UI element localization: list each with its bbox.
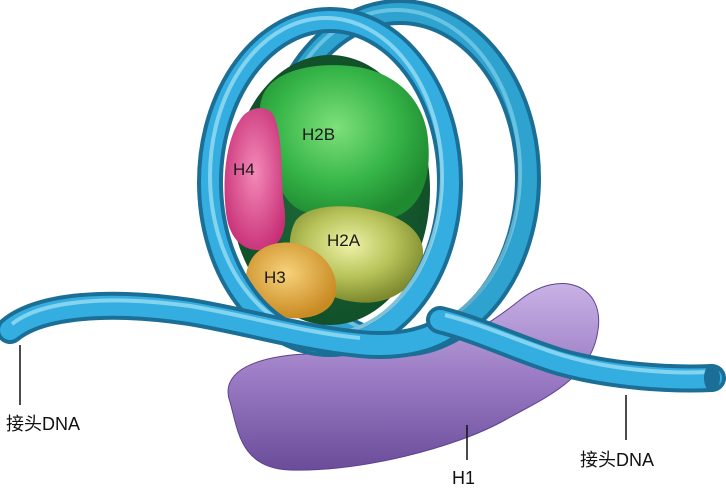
label-linker-left: 接头DNA bbox=[6, 414, 80, 434]
label-h2b: H2B bbox=[302, 125, 335, 144]
label-h2a: H2A bbox=[327, 231, 361, 250]
linker-dna-left bbox=[0, 291, 464, 360]
linker-dna-end bbox=[704, 364, 720, 392]
histone-h4: H4 bbox=[224, 108, 286, 251]
histone-h3: H3 bbox=[245, 242, 337, 319]
label-h3: H3 bbox=[264, 268, 286, 287]
leader-lines bbox=[19, 345, 627, 460]
label-h4: H4 bbox=[233, 160, 255, 179]
label-linker-right: 接头DNA bbox=[580, 450, 654, 470]
linker-dna-right bbox=[426, 306, 726, 393]
label-h1: H1 bbox=[452, 468, 475, 488]
histone-h2b: H2B bbox=[260, 65, 429, 222]
